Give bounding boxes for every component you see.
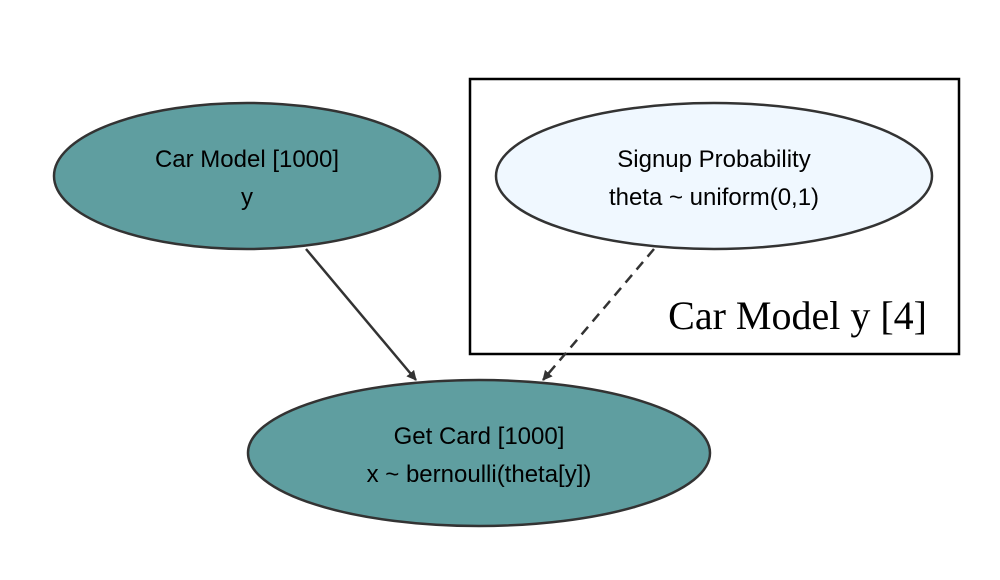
node-car-model-title: Car Model [1000] <box>155 146 339 173</box>
node-signup-probability-title: Signup Probability <box>617 146 810 173</box>
node-get-card-title: Get Card [1000] <box>394 423 565 450</box>
node-signup-probability: Signup Probability theta ~ uniform(0,1) <box>494 101 934 251</box>
plate-box <box>468 77 961 356</box>
node-signup-probability-shape <box>494 101 934 251</box>
plate-car-model: Car Model y [4] <box>468 77 961 356</box>
node-get-card: Get Card [1000] x ~ bernoulli(theta[y]) <box>246 378 712 528</box>
node-get-card-shape <box>246 378 712 528</box>
edge-car-model-to-get-card <box>305 248 417 381</box>
node-signup-probability-distribution: theta ~ uniform(0,1) <box>609 184 819 211</box>
node-car-model-shape <box>52 101 442 251</box>
plate-label: Car Model y [4] <box>668 293 927 338</box>
node-get-card-distribution: x ~ bernoulli(theta[y]) <box>367 461 592 488</box>
node-car-model: Car Model [1000] y <box>52 101 442 251</box>
edge-signup-probability-to-get-card <box>542 248 655 381</box>
node-car-model-variable: y <box>241 184 253 211</box>
